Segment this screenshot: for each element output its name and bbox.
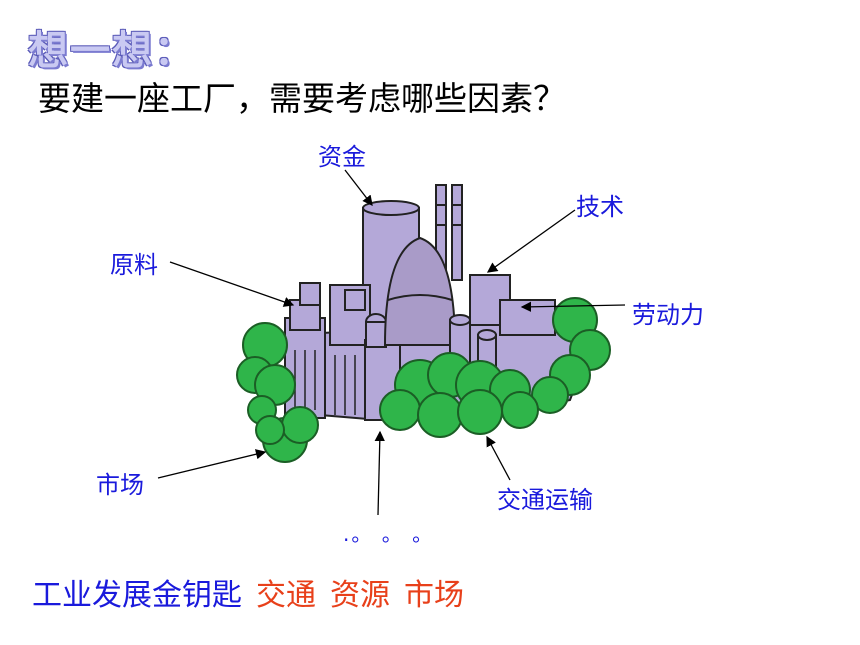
tree-front — [379, 352, 539, 438]
footer-item-market: 市场 — [404, 578, 464, 613]
arrow-technology — [486, 209, 576, 273]
arrow-transport — [486, 435, 511, 481]
label-market: 市场 — [96, 471, 144, 499]
slide-title: 想一想： — [28, 28, 196, 74]
label-labor: 劳动力 — [632, 301, 704, 329]
tree-right — [531, 297, 611, 414]
footer-item-transport: 交通 — [256, 578, 316, 613]
footer-key-text: 工业发展金钥匙 — [32, 578, 242, 613]
arrow-capital — [344, 169, 373, 207]
arrow-raw-materials — [169, 261, 295, 307]
tree-left — [236, 322, 296, 425]
arrow-labor — [520, 301, 626, 313]
dome — [383, 236, 457, 346]
footer-line: 工业发展金钥匙交通资源市场 — [32, 570, 464, 614]
blank-dots: .。 。 。 — [343, 522, 435, 546]
arrow-market — [157, 449, 267, 479]
label-capital: 资金 — [318, 143, 366, 171]
label-raw-materials: 原料 — [110, 251, 158, 279]
chimney-2 — [451, 184, 463, 281]
footer-item-resources: 资源 — [330, 578, 390, 613]
question-text: 要建一座工厂，需要考虑哪些因素？ — [38, 79, 566, 118]
tree-bottom-left — [255, 406, 319, 463]
label-technology: 技术 — [576, 193, 624, 221]
arrow-blank — [374, 430, 385, 516]
label-transport: 交通运输 — [497, 486, 593, 514]
